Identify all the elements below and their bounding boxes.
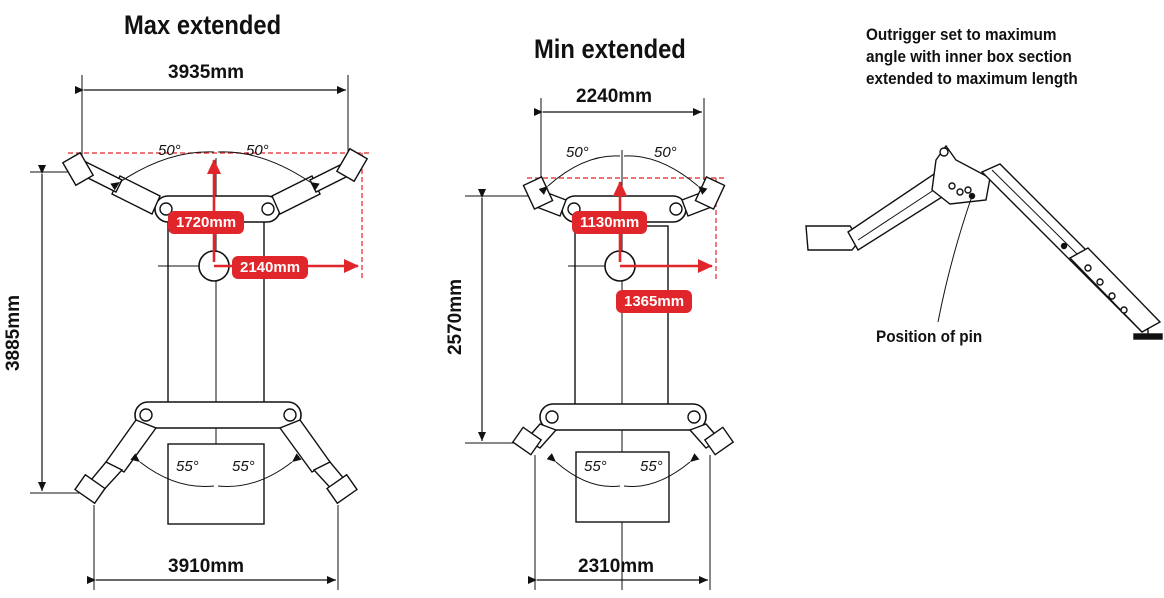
max-bottom-right-angle: 55° — [232, 458, 255, 475]
min-bottom-right-angle: 55° — [640, 458, 663, 475]
min-top-width-label: 2240mm — [576, 86, 653, 107]
max-extended-title: Max extended — [124, 10, 282, 40]
max-height-label: 3885mm — [3, 294, 25, 372]
min-vertical-reach-label: 1130mm — [572, 211, 648, 234]
detail-note-line-1: Outrigger set to maximum — [866, 25, 1057, 44]
max-bottom-left-angle: 55° — [176, 458, 199, 475]
detail-note-line-2: angle with inner box section — [866, 47, 1072, 66]
min-horizontal-reach-label: 1365mm — [616, 290, 693, 313]
max-top-width-label: 3935mm — [168, 62, 245, 83]
max-top-left-angle: 50° — [158, 142, 181, 159]
min-extended-drawing — [465, 98, 735, 590]
detail-note-line-3: extended to maximum length — [866, 69, 1078, 88]
max-horizontal-reach-label: 2140mm — [232, 256, 309, 279]
min-extended-title: Min extended — [534, 34, 686, 64]
pin-position-label: Position of pin — [876, 327, 983, 346]
max-extended-drawing — [30, 75, 372, 590]
max-top-right-angle: 50° — [246, 142, 269, 159]
max-bottom-width-label: 3910mm — [168, 556, 245, 577]
min-top-right-angle: 50° — [654, 144, 677, 161]
min-bottom-left-angle: 55° — [584, 458, 607, 475]
min-height-label: 2570mm — [445, 278, 467, 356]
min-bottom-width-label: 2310mm — [578, 556, 655, 577]
max-vertical-reach-label: 1720mm — [168, 211, 245, 234]
detail-note: Outrigger set to maximum angle with inne… — [866, 24, 1078, 90]
min-top-left-angle: 50° — [566, 144, 589, 161]
outrigger-detail-drawing — [805, 144, 1163, 340]
